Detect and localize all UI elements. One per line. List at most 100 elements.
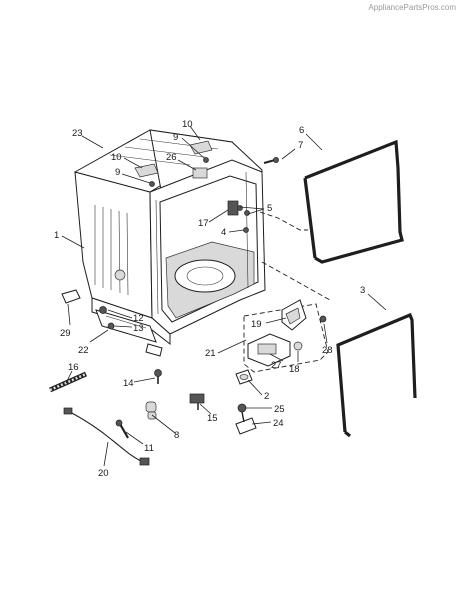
callout-1: 1	[54, 230, 59, 241]
callout-7: 7	[298, 140, 303, 151]
leader-9b	[121, 173, 151, 184]
leader-22	[89, 329, 109, 343]
part-15-coupler	[189, 393, 205, 410]
part-4-screw	[243, 227, 249, 233]
callout-14: 14	[123, 378, 134, 389]
part-16-tube	[48, 371, 88, 393]
leader-8	[151, 414, 176, 434]
part-8-clip	[145, 401, 157, 420]
tub-sump	[174, 259, 236, 293]
part-28-screw	[319, 315, 327, 323]
callout-19: 19	[251, 319, 262, 330]
leader-29	[67, 303, 71, 326]
part-6-gasket	[303, 139, 404, 264]
part-20-connector-a	[63, 407, 73, 415]
callout-22: 22	[78, 345, 89, 356]
part-22-base-rail	[95, 309, 157, 343]
callout-16: 16	[68, 362, 79, 373]
leader-15	[199, 403, 212, 415]
tub-assembly	[73, 129, 266, 346]
part-14-screw	[154, 369, 162, 384]
leader-17	[208, 209, 229, 223]
leader-23	[81, 135, 104, 149]
callout-29: 29	[60, 328, 71, 339]
leader-7	[281, 148, 296, 160]
callout-13: 13	[133, 323, 144, 334]
callout-24: 24	[273, 418, 284, 429]
leader-3	[367, 293, 387, 311]
bracket-screw-right	[203, 157, 209, 163]
part-7-screw	[263, 157, 279, 164]
part-25-nut	[237, 403, 247, 413]
tub-side-ribs	[94, 205, 129, 296]
callout-5: 5	[267, 203, 272, 214]
callout-2: 2	[264, 391, 269, 402]
part-24-25-stem	[241, 411, 245, 423]
leader-13	[113, 325, 133, 328]
callout-6: 6	[299, 125, 304, 136]
leader-14	[133, 377, 156, 383]
callout-21: 21	[205, 348, 216, 359]
leader-2	[247, 379, 263, 396]
part-27-module	[247, 333, 291, 367]
callout-labels: 23 10 9 10 9 26 7 6 5 17 4 1 3 19 21 27 …	[54, 119, 365, 479]
callout-9-left: 9	[115, 167, 120, 178]
leader-11	[125, 431, 144, 445]
top-brackets	[134, 140, 213, 187]
leader-6	[305, 133, 323, 151]
callout-20: 20	[98, 468, 109, 479]
leader-10a	[189, 125, 201, 141]
leader-9a	[181, 137, 205, 159]
part-20-wire	[69, 411, 144, 463]
part-24-bracket	[235, 417, 257, 435]
leader-lines	[61, 125, 387, 467]
part-5-screw-b	[244, 210, 250, 216]
callout-15: 15	[207, 413, 218, 424]
part-22-foot-bracket	[145, 343, 163, 357]
callout-18: 18	[289, 364, 300, 375]
dashed-leader-upper	[259, 211, 308, 231]
callout-9-top: 9	[173, 132, 178, 143]
watermark: AppliancePartsPros.com	[368, 3, 456, 12]
leader-28	[323, 323, 328, 344]
leader-19	[265, 317, 287, 324]
leader-5b	[247, 208, 265, 215]
part-26-clip	[192, 167, 208, 179]
part-13-foot	[107, 322, 115, 330]
leader-27	[269, 353, 284, 362]
callout-26: 26	[166, 152, 177, 163]
part-18-screw	[293, 341, 303, 351]
part-12-foot	[99, 306, 107, 314]
leader-12	[107, 309, 133, 319]
part-29-bracket	[61, 289, 81, 304]
callout-12: 12	[133, 313, 144, 324]
callout-23: 23	[72, 128, 83, 139]
callout-11: 11	[144, 443, 154, 454]
callout-25: 25	[274, 404, 285, 415]
dashed-leader-lower	[261, 261, 331, 301]
part-3-gasket	[336, 312, 417, 438]
bracket-screw-left	[149, 181, 155, 187]
leader-4	[228, 229, 245, 233]
leader-1	[61, 235, 85, 249]
leader-10b	[123, 157, 143, 169]
part-20-connector-b	[139, 457, 150, 466]
leader-26	[177, 159, 197, 171]
tub-side-fitting	[114, 269, 126, 281]
back-fittings	[227, 200, 250, 233]
callout-17: 17	[198, 218, 209, 229]
callout-10-top: 10	[182, 119, 193, 130]
callout-28: 28	[322, 345, 333, 356]
leader-16	[65, 370, 73, 384]
leader-20	[103, 441, 109, 467]
part-5-screw-a	[237, 205, 243, 211]
callout-8: 8	[174, 430, 179, 441]
leader-21	[217, 339, 247, 354]
tub-sump-inner	[186, 266, 224, 286]
leader-24	[251, 421, 272, 425]
part-19-bracket	[281, 299, 307, 331]
part-17-fitting	[227, 200, 239, 216]
part-11-bolt	[115, 419, 129, 439]
callout-10-left: 10	[111, 152, 122, 163]
